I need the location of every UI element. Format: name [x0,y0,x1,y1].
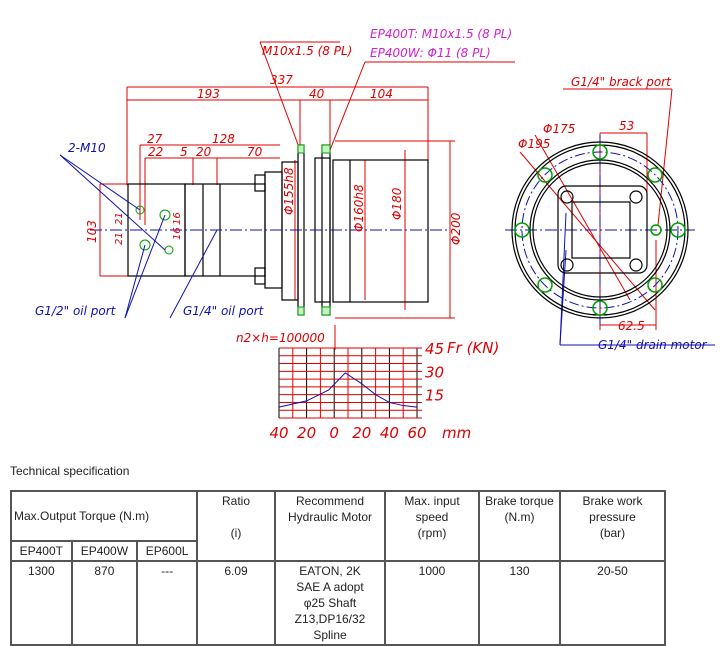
cell-torque-ep400w: 870 [70,560,139,646]
dim-193: 193 [197,87,220,101]
radial-load-chart: n2×h=100000 Fr (KN) mm 45 30 15 40 20 0 20 40 60 [236,325,499,442]
cell-torque-ep400t: 1300 [10,560,73,646]
oil-port-quarter-callout: G1/4" oil port [183,304,265,318]
dim-27: 27 [147,132,163,146]
dim-20: 20 [196,145,212,159]
dim-phi195: Φ195 [518,137,550,151]
y-tick-label: 45 [425,340,444,358]
dim-53: 53 [619,119,634,133]
y-tick-label: 15 [425,387,444,405]
header-pressure: Brake work pressure(bar) [559,490,666,562]
cell-speed: 1000 [384,560,480,646]
dim-phi175: Φ175 [543,122,575,136]
chart-ylabel: Fr (KN) [447,339,499,357]
x-tick-label: 40 [269,424,288,442]
dim-22: 22 [148,145,163,159]
gearbox-end-view [511,141,689,319]
table-header-row: Max.Output Torque (N.m) Ratio(i) Recomme… [10,490,666,562]
header-ratio: Ratio(i) [196,490,276,562]
chart-title: n2×h=100000 [236,331,325,345]
dim-5: 5 [180,145,188,159]
dim-phi155: Φ155h8 [282,167,296,215]
chart-xlabel: mm [442,424,471,442]
ep400t-callout: EP400T: M10x1.5 (8 PL) [370,27,512,41]
header-brake: Brake torque(N.m) [478,490,561,562]
table-models-row: EP400T EP400W EP600L [10,540,665,562]
model-ep600l: EP600L [136,540,198,562]
model-ep400w: EP400W [70,540,139,562]
x-tick-label: 20 [352,424,371,442]
dim-70: 70 [247,145,263,159]
dim-21b: 21 [114,232,125,245]
cell-pressure: 20-50 [559,560,666,646]
drain-motor-callout: G1/4" drain motor [598,338,708,352]
dim-phi180: Φ180 [390,187,404,220]
2-m10-callout: 2-M10 [68,141,106,155]
dim-21a: 21 [114,212,125,225]
technical-drawing: M10x1.5 (8 PL) EP400T: M10x1.5 (8 PL) EP… [35,27,715,442]
x-tick-label: 20 [297,424,316,442]
oil-port-half-callout: G1/2" oil port [35,304,117,318]
dim-16b: 16 [172,227,183,240]
brack-port-callout: G1/4" brack port [571,75,672,89]
x-tick-label: 40 [380,424,399,442]
x-tick-label: 0 [329,424,339,442]
dim-phi200: Φ200 [449,212,463,245]
dim-103: 103 [85,220,99,243]
spec-title: Technical specification [10,464,130,478]
dim-16: 16 [172,212,183,225]
m10-callout: M10x1.5 (8 PL) [262,44,352,58]
model-ep400t: EP400T [10,540,73,562]
dim-phi160: Φ160h8 [352,184,366,232]
cell-brake: 130 [478,560,561,646]
header-speed: Max. input speed(rpm) [384,490,480,562]
spec-table: Max.Output Torque (N.m) Ratio(i) Recomme… [10,490,666,646]
header-torque: Max.Output Torque (N.m) [10,490,198,542]
end-view-bolt-holes [514,144,686,316]
dim-40: 40 [309,87,325,101]
cell-torque-ep600l: --- [136,560,198,646]
dim-128: 128 [212,132,235,146]
cell-ratio: 6.09 [196,560,276,646]
dim-62-5: 62.5 [618,319,645,333]
chart-series-line [278,372,418,408]
y-tick-label: 30 [425,363,444,381]
dim-337: 337 [270,73,293,87]
header-motor: Recommend Hydraulic Motor [274,490,386,562]
dim-104: 104 [370,87,393,101]
centerlines [59,135,715,346]
ep400w-callout: EP400W: Φ11 (8 PL) [370,46,491,60]
x-tick-label: 60 [407,424,426,442]
